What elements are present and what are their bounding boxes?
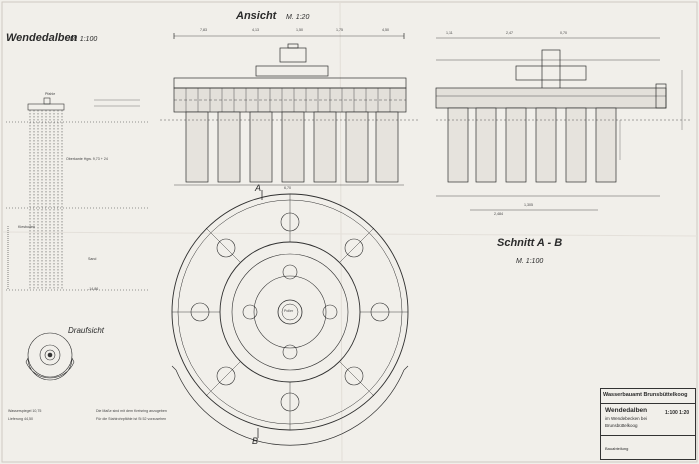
ansicht-elevation [160,33,420,186]
title-block-scale: 1:100 1:20 [665,410,690,416]
dimension-marks [94,70,683,160]
left-elevation [6,97,150,381]
soil-label: Sand [88,257,97,261]
soil-label: Kiesboden [18,225,35,229]
note: Die Maße sind mit dem Kreisring anzugebe… [96,409,167,413]
dimension-label: 2,47 [506,31,513,35]
title-block-line3: Brunsbüttelkoog [605,423,638,428]
pile-label: Pfahle [45,92,56,96]
section-elevation [435,37,690,211]
title-block-footer: Bauabteilung [605,446,629,451]
section-scale: M. 1:100 [516,258,544,265]
soil-label: -14,86 [88,287,99,291]
title-block: Wasserbauamt Brunsbüttelkoog Wendedalben… [600,388,696,460]
left-scale: M. 1:100 [70,36,98,43]
title-block-office: Wasserbauamt Brunsbüttelkoog [603,392,688,398]
soil-label: Oberkante Hgw. 9,73 + 24 [66,157,108,161]
view-scale: M. 1:20 [286,14,310,21]
dimension-label: 6,70 [284,186,291,190]
dimension-label: 4,50 [382,28,389,32]
dimension-label: 7,83 [200,28,207,32]
view-title: Ansicht [236,10,277,22]
plan-view [171,190,409,446]
dimension-label: 1,11 [446,31,453,35]
dimension-label: 1,50 [296,28,303,32]
section-mark-a: A [255,183,262,193]
left-title: Wendedalben [6,32,78,44]
dimension-label: 1,305 [524,203,533,207]
dimension-label: 0,70 [560,31,567,35]
note: Wasserspiegel 10,75 [8,409,42,413]
plan-center-label: Poller [284,309,294,313]
plan-title: Draufsicht [68,326,105,335]
title-block-drawing: Wendedalben [605,407,648,414]
dimension-label: 1,75 [336,28,343,32]
note: Lieferung 44,50 [8,417,33,421]
section-mark-b: B [252,436,259,446]
dimension-label: 2,484 [494,212,503,216]
section-title: Schnitt A - B [497,237,563,249]
title-block-line2: im Wendebecken bei [605,416,647,421]
dimension-label: 4,13 [252,28,259,32]
note: Für die Stahlrohrpfähle ist St 52 vorzus… [96,417,167,421]
